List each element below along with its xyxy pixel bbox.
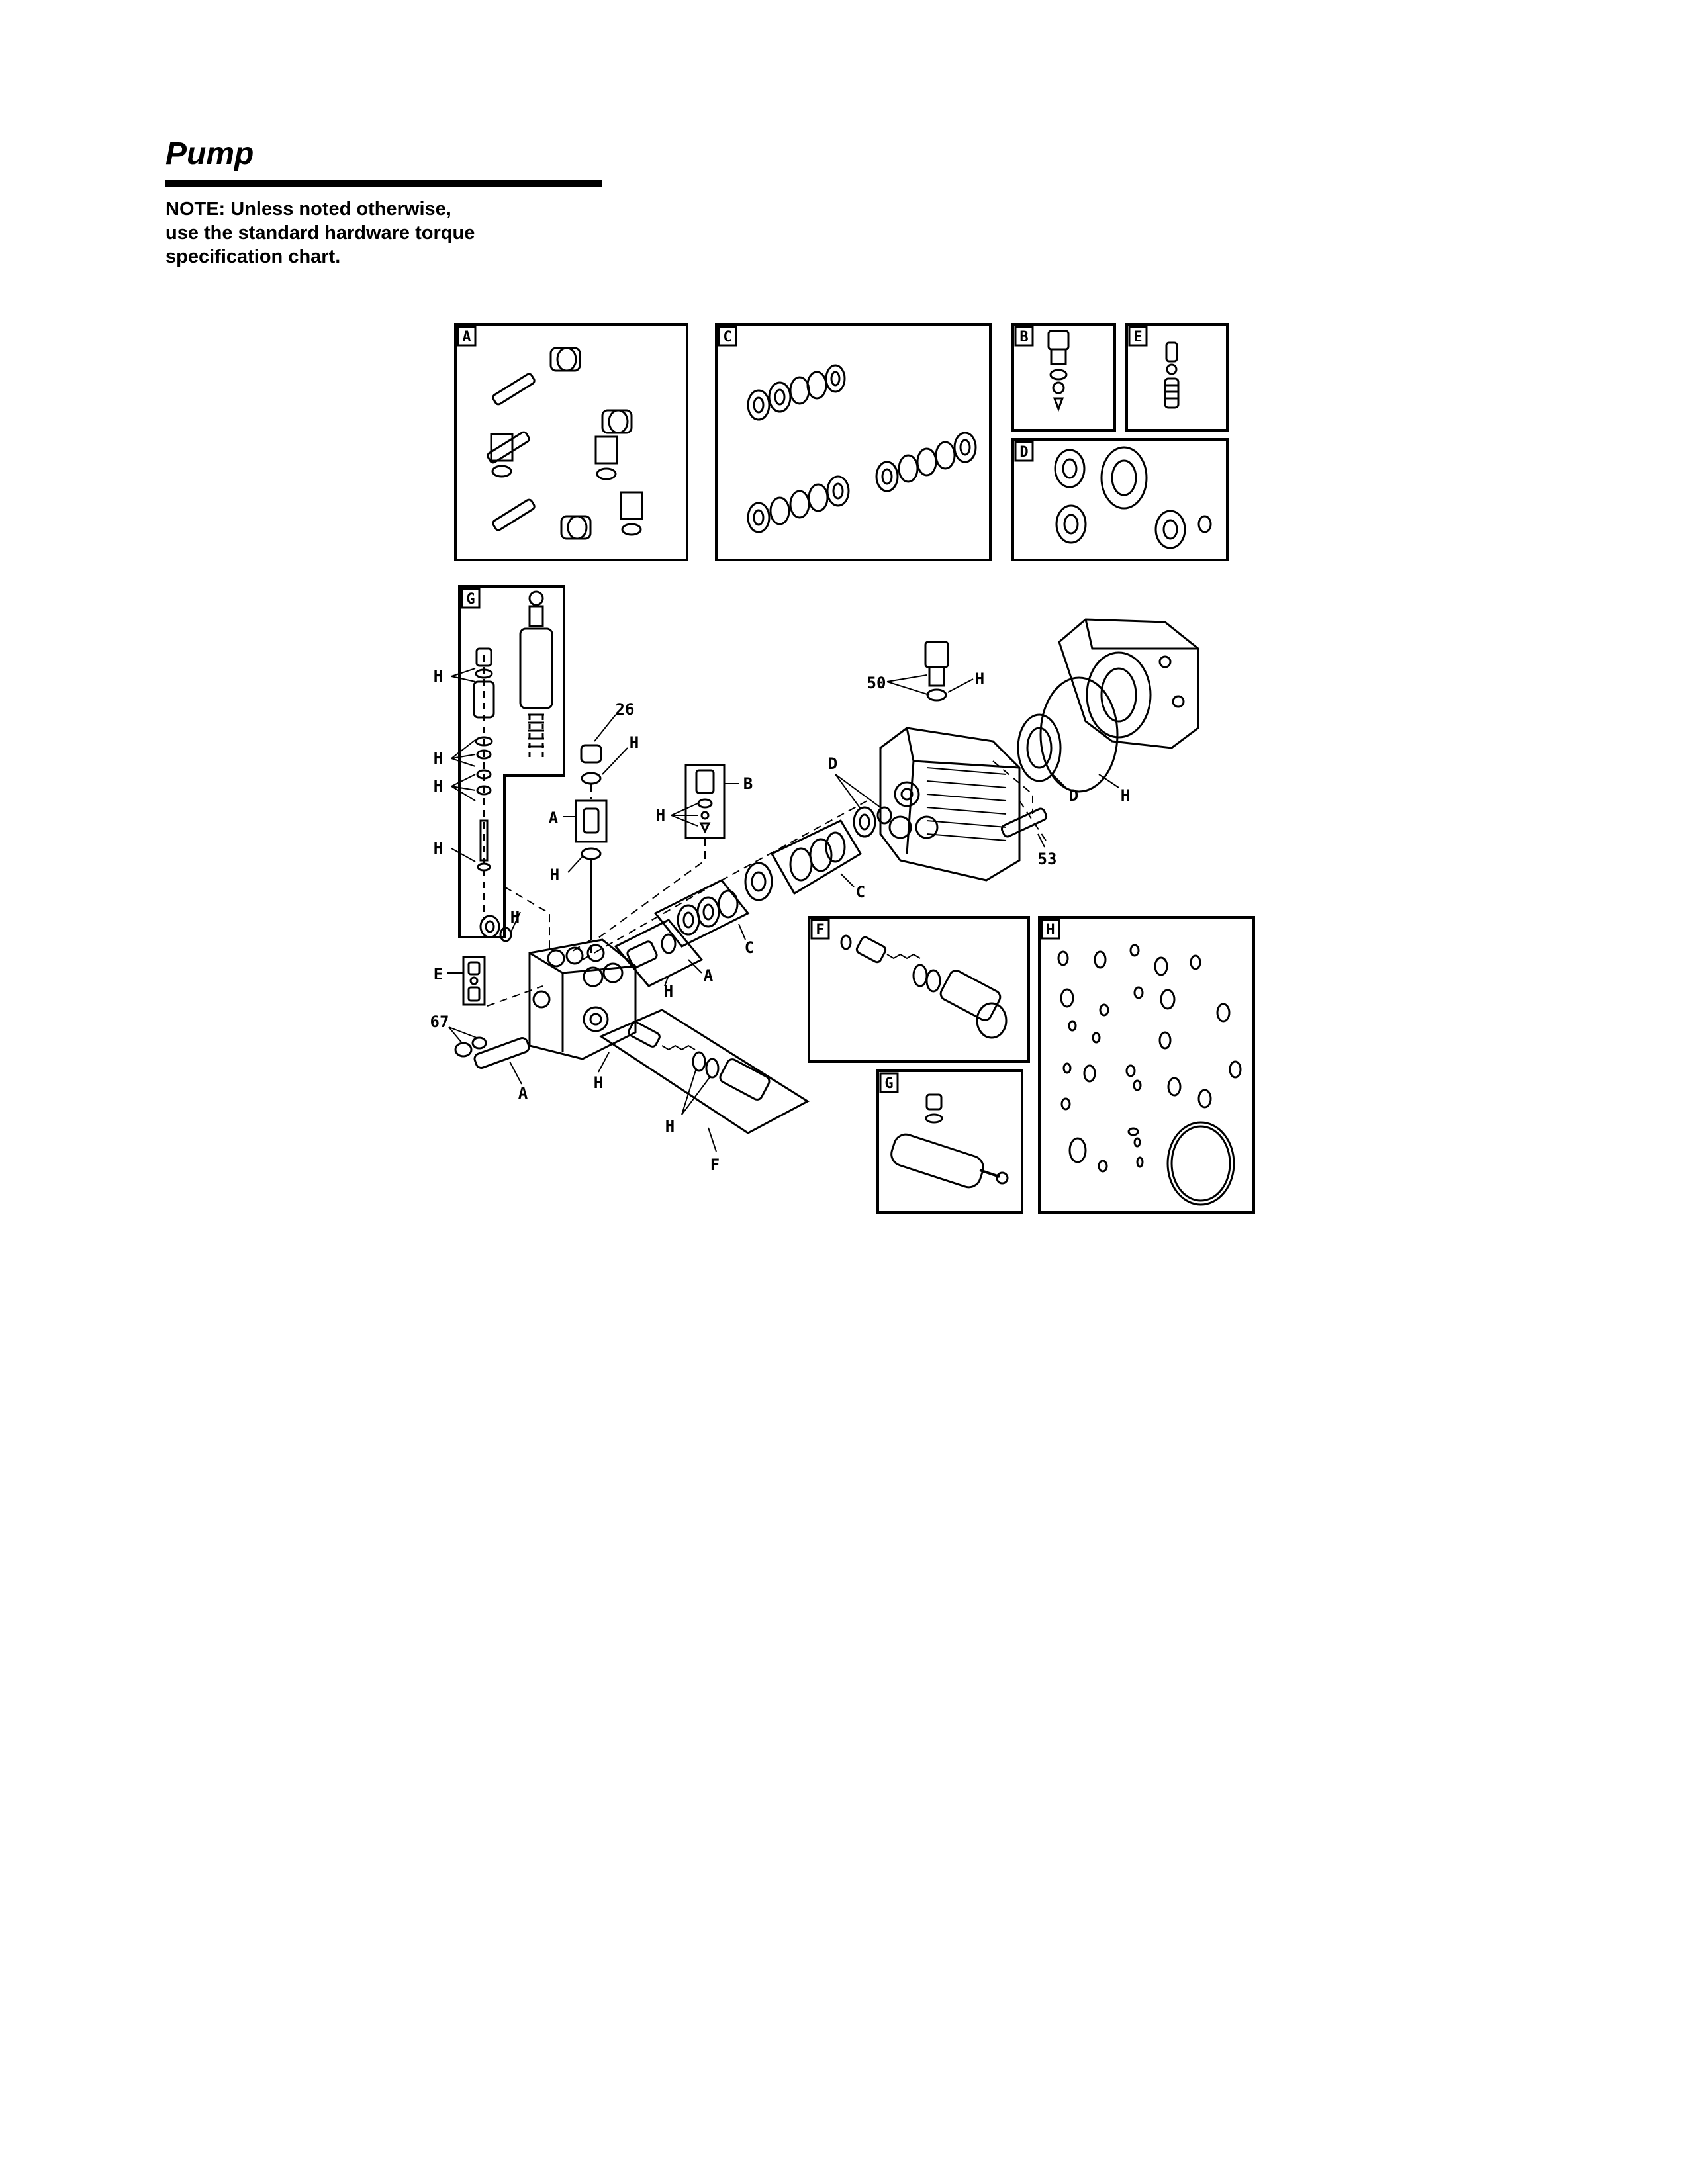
page-title: Pump — [165, 136, 254, 171]
note-line-1: NOTE: Unless noted otherwise, — [165, 199, 451, 220]
kit-box-c-label: C — [723, 329, 731, 345]
kit-box-g-unloader: G H H H H — [434, 585, 565, 938]
callout-53-bolt: 53 — [1000, 807, 1056, 868]
callout-67-plug: 67 — [430, 1013, 487, 1058]
kit-a-bolt-icon — [487, 373, 536, 531]
kit-box-b: B — [1011, 323, 1116, 432]
kit-e-spring-icon — [1164, 341, 1180, 409]
note-line-3: specification chart. — [165, 246, 341, 267]
callout-h: H — [434, 839, 443, 858]
callout-h: H — [434, 749, 443, 768]
callout-h: H — [510, 908, 520, 927]
kit-box-h-label: H — [1046, 922, 1055, 938]
callout-c: C — [745, 938, 754, 957]
mini-kit-a-valve: A H — [549, 799, 608, 884]
callout-h: H — [975, 670, 984, 688]
kit-box-h-orings: H — [1038, 916, 1255, 1214]
kit-b-fitting-icon — [1047, 330, 1070, 412]
callout-a: A — [518, 1084, 528, 1103]
mini-kit-d-bearing: D — [828, 754, 892, 838]
kit-g-unloader-parts-icon — [473, 590, 553, 920]
callout-d: D — [1069, 786, 1078, 805]
kit-box-b-label: B — [1019, 329, 1028, 345]
manifold-bolt: A — [473, 1037, 530, 1103]
kit-box-c: C — [715, 323, 992, 561]
callout-50: 50 — [867, 674, 886, 692]
callout-c: C — [856, 883, 865, 901]
callout-h: H — [656, 806, 665, 825]
callout-h: H — [594, 1073, 603, 1092]
kit-c-seal-rings-icon — [747, 364, 977, 533]
callout-a: A — [549, 809, 559, 827]
callout-h: H — [434, 667, 443, 686]
kit-box-f: F — [808, 916, 1030, 1063]
callout-h: H — [665, 1117, 675, 1136]
mini-kit-c-inline: C C — [653, 819, 865, 957]
title-rule — [165, 180, 602, 187]
torque-note: NOTE: Unless noted otherwise, use the st… — [165, 197, 576, 269]
kit-a-valve-icon — [490, 347, 643, 540]
crankcase-seal-and-oring: D H — [1017, 676, 1130, 805]
callout-26: 26 — [616, 700, 635, 719]
mini-kit-e-spring: E — [434, 956, 486, 1006]
kit-box-a-label: A — [462, 329, 471, 345]
kit-box-d-label: D — [1019, 444, 1028, 461]
kit-g-small-parts-icon — [890, 1093, 1009, 1189]
kit-box-e-label: E — [1133, 329, 1142, 345]
callout-67: 67 — [430, 1013, 449, 1031]
callout-h: H — [630, 733, 639, 752]
kit-box-f-label: F — [816, 922, 824, 938]
callout-e: E — [434, 965, 443, 983]
kit-d-bearing-seal-icon — [1054, 446, 1212, 549]
pump-crankcase — [879, 727, 1021, 882]
kit-h-oring-set-icon — [1057, 944, 1242, 1206]
mini-kit-f-inline: H H F — [594, 1009, 810, 1174]
callout-d: D — [828, 754, 837, 773]
callout-a: A — [704, 966, 714, 985]
mini-kit-a-inline: H A — [614, 919, 714, 1001]
kit-f-nozzle-parts-icon — [840, 934, 1008, 1039]
callout-53: 53 — [1038, 850, 1057, 868]
callout-50-fitting: 50 H — [867, 641, 984, 702]
kit-box-g-label: G — [466, 591, 475, 608]
assembly-dashed-lines — [487, 760, 1047, 1007]
note-line-2: use the standard hardware torque — [165, 222, 475, 244]
callout-h: H — [550, 866, 559, 884]
pump-housing-adapter — [1058, 618, 1199, 749]
kit-box-g-small: G — [876, 1069, 1023, 1214]
callout-h: H — [434, 777, 443, 796]
mini-kit-b-fitting: B H — [656, 764, 753, 839]
kit-box-a: A — [454, 323, 688, 561]
callout-b: B — [743, 774, 753, 793]
callout-h: H — [664, 982, 673, 1001]
kit-box-d: D — [1011, 438, 1229, 561]
callout-h: H — [1121, 786, 1130, 805]
callout-f: F — [710, 1156, 720, 1174]
callout-26-plug: 26 H — [580, 700, 639, 785]
kit-box-g-small-label: G — [884, 1075, 893, 1092]
kit-g-h-leaders — [451, 668, 476, 862]
kit-box-e: E — [1125, 323, 1229, 432]
